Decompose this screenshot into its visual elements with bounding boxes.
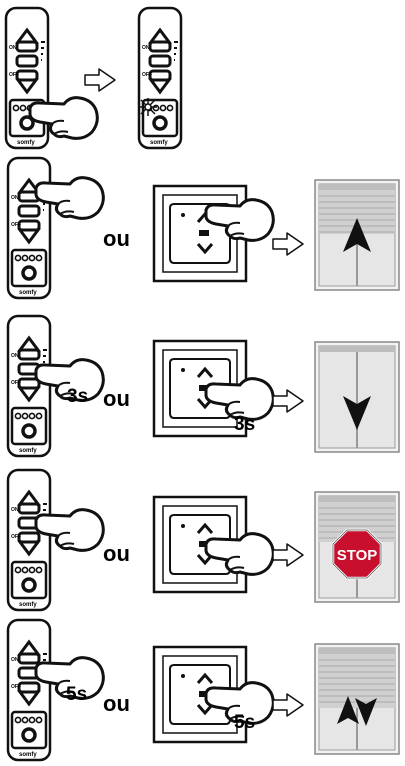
remote-on-label: ON xyxy=(142,45,150,51)
remote-brand: somfy xyxy=(17,140,35,146)
window-up-icon xyxy=(314,179,400,291)
remote-on-label: ON xyxy=(11,657,19,663)
arrow-right-icon xyxy=(272,543,304,567)
remote-on-label: ON xyxy=(11,195,19,201)
arrow-right-icon xyxy=(84,68,116,92)
connector-or: ou xyxy=(103,691,130,716)
remote-brand: somfy xyxy=(19,448,37,454)
remote-off-label: OFF xyxy=(11,222,21,228)
hold-duration: 3s xyxy=(67,386,88,407)
remote-control xyxy=(4,6,50,150)
stop-sign-text: STOP xyxy=(337,547,378,564)
window-stop-icon: STOP xyxy=(314,491,400,603)
remote-off-label: OFF xyxy=(11,380,21,386)
row-3: ON OFF somfy 3s ou 3s xyxy=(6,314,400,458)
remote-control xyxy=(6,468,52,612)
row-5: ON OFF somfy 5s ou 5s xyxy=(6,618,400,762)
hold-duration: 5s xyxy=(234,712,255,733)
remote-on-label: ON xyxy=(9,45,17,51)
remote-off-label: OFF xyxy=(11,534,21,540)
remote-brand: somfy xyxy=(19,290,37,296)
remote-brand: somfy xyxy=(19,602,37,608)
remote-control xyxy=(137,6,183,150)
arrow-up-icon xyxy=(337,696,359,724)
remote-off-label: OFF xyxy=(9,72,19,78)
connector-or: ou xyxy=(103,541,130,566)
row-4: ON OFF somfy ou STOP xyxy=(6,468,400,612)
hold-duration: 3s xyxy=(234,414,255,435)
remote-off-label: OFF xyxy=(142,72,152,78)
remote-on-label: ON xyxy=(11,353,19,359)
remote-off-label: OFF xyxy=(11,684,21,690)
connector-or: ou xyxy=(103,386,130,411)
blinking-light-icon xyxy=(139,98,157,116)
connector-or: ou xyxy=(103,226,130,251)
stop-sign-icon: STOP xyxy=(331,528,383,580)
row-1: ON OFF somfy ON OFF somfy xyxy=(4,6,183,150)
arrow-down-icon xyxy=(355,698,377,726)
window-my-position-icon xyxy=(314,643,400,755)
remote-control xyxy=(6,618,52,762)
remote-on-label: ON xyxy=(11,507,19,513)
arrow-down-icon xyxy=(343,396,371,430)
remote-control xyxy=(6,156,52,300)
window-down-icon xyxy=(314,341,400,453)
arrow-right-icon xyxy=(272,232,304,256)
arrow-right-icon xyxy=(272,389,304,413)
remote-control xyxy=(6,314,52,458)
row-2: ON OFF somfy ou xyxy=(6,156,400,300)
arrow-right-icon xyxy=(272,693,304,717)
hold-duration: 5s xyxy=(66,684,87,705)
arrow-up-icon xyxy=(343,218,371,252)
remote-brand: somfy xyxy=(150,140,168,146)
remote-brand: somfy xyxy=(19,752,37,758)
